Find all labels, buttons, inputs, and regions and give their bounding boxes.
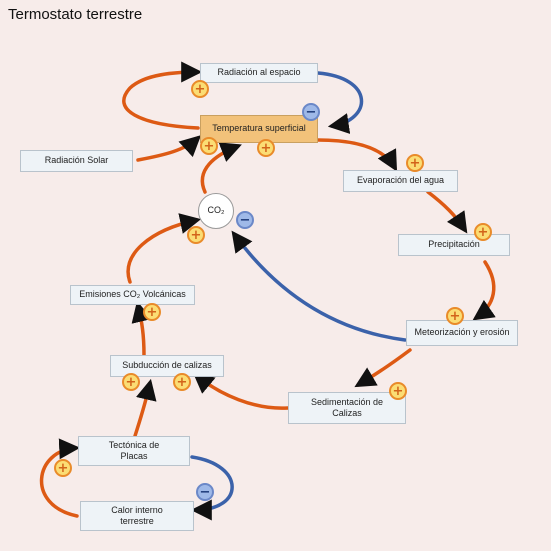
node-calor-interno: Calor interno terrestre <box>80 501 194 531</box>
node-temperatura-superficial: Temperatura superficial <box>200 115 318 143</box>
plus-sign-subduccion-right: + <box>173 373 191 391</box>
link-subduccion-emisiones <box>131 300 153 357</box>
plus-sign-sedimentacion: + <box>389 382 407 400</box>
node-co2: CO₂ <box>198 193 234 229</box>
plus-sign-co2: + <box>187 226 205 244</box>
node-meteorizacion: Meteorización y erosión <box>406 320 518 346</box>
link-meteorizacion-co2 <box>231 230 407 342</box>
plus-sign-radiacion-espacio: + <box>191 80 209 98</box>
link-radiacion-espacio-temperatura <box>316 71 364 134</box>
link-radiacion-solar-temperatura <box>136 135 202 162</box>
link-evaporacion-precipitacion <box>426 190 468 234</box>
link-tectonica-calor <box>190 455 234 521</box>
node-emisiones: Emisiones CO₂ Volcánicas <box>70 285 195 305</box>
node-radiacion-solar: Radiación Solar <box>20 150 133 172</box>
minus-sign-calor: − <box>196 483 214 501</box>
node-precipitacion: Precipitación <box>398 234 510 256</box>
link-sedimentacion-subduccion <box>192 372 290 410</box>
plus-sign-temperatura-right: + <box>257 139 275 157</box>
minus-sign-temperatura: − <box>302 103 320 121</box>
plus-sign-temperatura-left: + <box>200 137 218 155</box>
link-temperatura-evaporacion <box>316 138 398 172</box>
node-tectonica: Tectónica de Placas <box>78 436 190 466</box>
plus-sign-subduccion-left: + <box>122 373 140 391</box>
link-emisiones-co2 <box>126 213 202 284</box>
link-co2-temperatura <box>200 142 242 194</box>
node-sedimentacion: Sedimentación de Calizas <box>288 392 406 424</box>
link-precipitacion-meteorizacion <box>472 260 496 321</box>
plus-sign-precipitacion: + <box>474 223 492 241</box>
node-radiacion-espacio: Radiación al espacio <box>200 63 318 83</box>
plus-sign-meteorizacion: + <box>446 307 464 325</box>
node-evaporacion: Evaporación del agua <box>343 170 458 192</box>
minus-sign-co2: − <box>236 211 254 229</box>
link-temperatura-radiacion-espacio <box>122 61 203 130</box>
diagram-title: Termostato terrestre <box>8 6 143 23</box>
plus-sign-evaporacion: + <box>406 154 424 172</box>
node-subduccion: Subducción de calizas <box>110 355 224 377</box>
link-tectonica-subduccion <box>133 378 157 438</box>
link-calor-tectonica <box>39 438 81 518</box>
link-meteorizacion-sedimentacion <box>354 348 412 388</box>
plus-sign-emisiones: + <box>143 303 161 321</box>
plus-sign-tectonica: + <box>54 459 72 477</box>
